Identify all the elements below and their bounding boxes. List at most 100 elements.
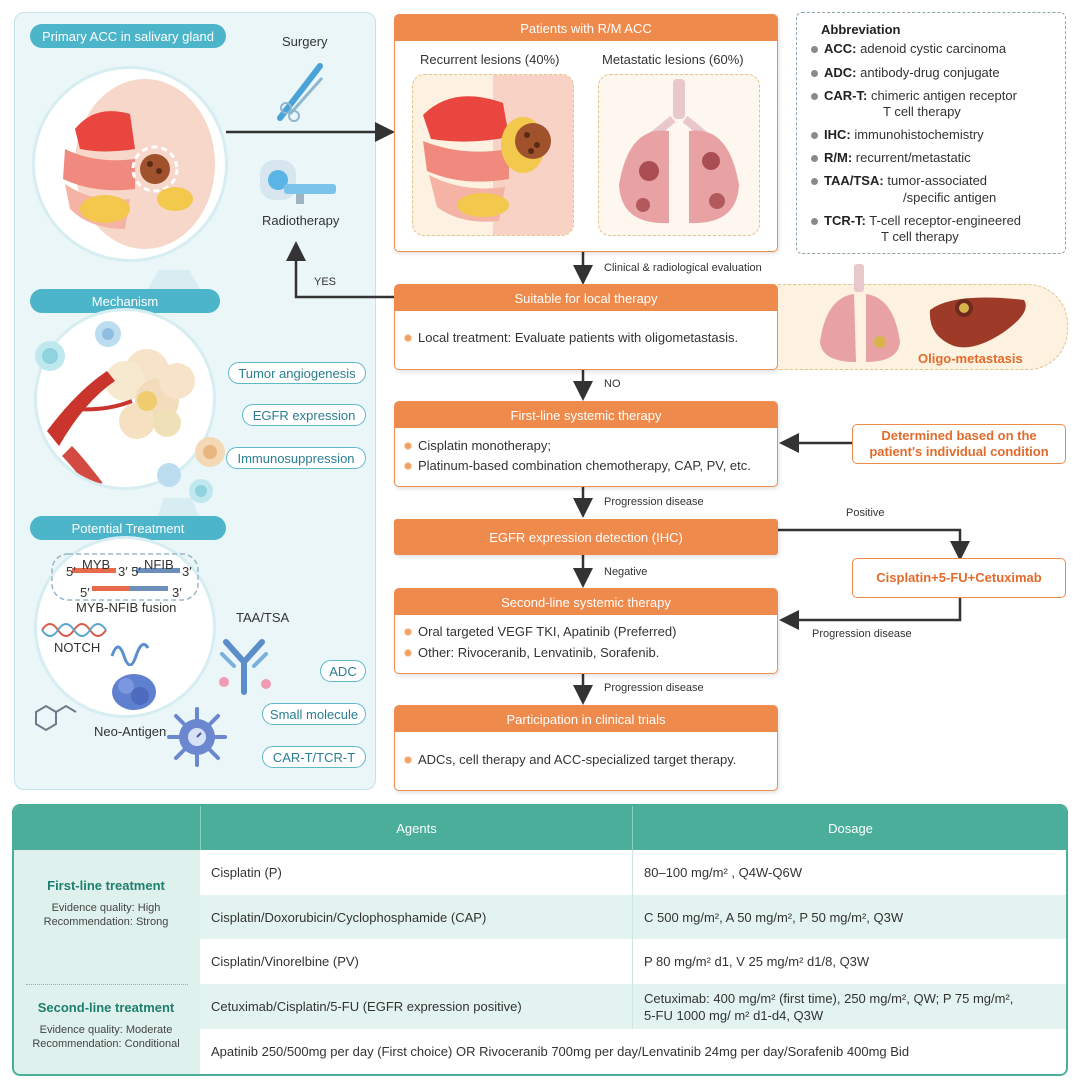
abbreviation-value: tumor-associated: [887, 173, 988, 188]
abbreviation-key: TAA/TSA:: [824, 173, 884, 188]
three-prime-label: 3′: [182, 564, 192, 579]
table-row-combined: Apatinib 250/500mg per day (First choice…: [200, 1029, 1066, 1074]
oligo-metastasis-label: Oligo-metastasis: [918, 351, 1023, 366]
antibody-icon: [219, 639, 271, 695]
first-line-label: First-line treatment Evidence quality: H…: [14, 878, 198, 929]
first-line-box: First-line systemic therapy: [394, 401, 778, 487]
treatment-car-t-tcr-t: CAR-T/TCR-T: [262, 746, 366, 768]
mechanism-illustration: [34, 308, 216, 490]
bullet-icon: [404, 461, 412, 470]
bullet-icon: [811, 178, 818, 186]
abbreviation-key: IHC:: [824, 127, 851, 142]
abbreviation-box: Abbreviation ACC: adenoid cystic carcino…: [796, 12, 1066, 254]
bullet-icon: [811, 218, 818, 226]
patients-title: Patients with R/M ACC: [395, 15, 777, 41]
abbreviation-continuation: /specific antigen: [903, 190, 997, 205]
progression-note-1: Progression disease: [604, 496, 704, 508]
abbreviation-title: Abbreviation: [821, 22, 901, 37]
immune-cell-icon: [35, 341, 65, 371]
recurrent-lesion-image: [412, 74, 574, 236]
abbreviation-value: immunohistochemistry: [854, 127, 984, 142]
bullet-icon: [811, 93, 818, 101]
progression-note-2: Progression disease: [812, 628, 912, 640]
second-line-title: Second-line systemic therapy: [395, 589, 777, 615]
table-header-agents: Agents: [200, 806, 632, 850]
head-illustration: [32, 66, 228, 262]
clinical-trials-title: Participation in clinical trials: [395, 706, 777, 732]
molecule-icon: [35, 704, 77, 732]
clinical-trials-box: Participation in clinical trials: [394, 705, 778, 791]
table-row-dosage: Cetuximab: 400 mg/m² (first time), 250 m…: [632, 984, 1066, 1029]
metastatic-label: Metastatic lesions (60%): [602, 52, 744, 67]
table-row-agent: Cetuximab/Cisplatin/5-FU (EGFR expressio…: [200, 984, 632, 1029]
bullet-icon: [811, 70, 818, 78]
oligo-lung-icon: [820, 264, 900, 362]
second-line-label: Second-line treatment Evidence quality: …: [14, 1000, 198, 1051]
bullet-icon: [811, 46, 818, 54]
immune-cell-icon: [95, 321, 121, 347]
abbreviation-key: TCR-T:: [824, 213, 866, 228]
second-line-text: Other: Rivoceranib, Lenvatinib, Sorafeni…: [418, 645, 660, 660]
second-line-item: Oral targeted VEGF TKI, Apatinib (Prefer…: [404, 624, 676, 639]
three-five-prime-label: 3′ 5′: [118, 564, 141, 579]
bullet-icon: [404, 627, 412, 636]
local-therapy-box: Suitable for local therapy: [394, 284, 778, 370]
clinical-trials-text: ADCs, cell therapy and ACC-specialized t…: [418, 752, 737, 767]
immune-cell-icon: [195, 437, 225, 467]
mechanism-egfr-expression: EGFR expression: [242, 404, 366, 426]
flow-arrows: [226, 122, 970, 705]
immune-cell-icon: [189, 479, 213, 503]
abbreviation-continuation: T cell therapy: [883, 104, 961, 119]
first-line-item: Cisplatin monotherapy;: [404, 438, 551, 453]
egfr-detection-box: EGFR expression detection (IHC): [394, 519, 778, 555]
second-line-recommendation: Recommendation: Conditional: [32, 1038, 180, 1050]
second-line-box: Second-line systemic therapy: [394, 588, 778, 674]
cetuximab-regimen-box: Cisplatin+5-FU+Cetuximab: [852, 558, 1066, 598]
abbreviation-item: TAA/TSA: tumor-associated: [811, 173, 987, 189]
table-header-dosage: Dosage: [632, 806, 1066, 850]
positive-label: Positive: [846, 507, 885, 519]
table-row-agent: Cisplatin (P): [200, 850, 632, 895]
mechanism-tumor-angiogenesis: Tumor angiogenesis: [228, 362, 366, 384]
five-prime-label: 5′: [66, 564, 76, 579]
dosage-line: Cetuximab: 400 mg/m² (first time), 250 m…: [644, 990, 1014, 1006]
gene-nfib-label: NFIB: [144, 557, 174, 572]
abbreviation-item: IHC: immunohistochemistry: [811, 127, 984, 143]
oligo-liver-icon: [929, 297, 1026, 348]
first-line-text: Cisplatin monotherapy;: [418, 438, 551, 453]
second-line-label-title: Second-line treatment: [37, 1000, 175, 1015]
abbreviation-item: R/M: recurrent/metastatic: [811, 150, 971, 166]
progression-note-3: Progression disease: [604, 682, 704, 694]
table-row-agent: Cisplatin/Doxorubicin/Cyclophosphamide (…: [200, 895, 632, 939]
taa-tsa-label: TAA/TSA: [236, 610, 290, 625]
first-line-title: First-line systemic therapy: [395, 402, 777, 428]
myb-nfib-fusion-label: MYB-NFIB fusion: [76, 600, 177, 615]
abbreviation-item: ACC: adenoid cystic carcinoma: [811, 41, 1006, 57]
radiotherapy-label: Radiotherapy: [262, 213, 340, 228]
treatment-small-molecule: Small molecule: [262, 703, 366, 725]
abbreviation-key: R/M:: [824, 150, 853, 165]
protein-icon: [112, 674, 156, 710]
determined-box: Determined based on the patient's indivi…: [852, 424, 1066, 464]
negative-label: Negative: [604, 566, 648, 578]
bullet-icon: [404, 755, 412, 764]
yes-label: YES: [314, 276, 337, 288]
table-row-agent: Cisplatin/Vinorelbine (PV): [200, 939, 632, 984]
recurrent-label: Recurrent lesions (40%): [420, 52, 560, 67]
fusion-three-prime-label: 3′: [172, 585, 182, 600]
evaluation-note: Clinical & radiological evaluation: [604, 262, 762, 274]
bullet-icon: [811, 155, 818, 163]
first-line-recommendation: Recommendation: Strong: [43, 916, 169, 928]
abbreviation-item: CAR-T: chimeric antigen receptor: [811, 88, 1017, 104]
local-treatment-item: Local treatment: Evaluate patients with …: [404, 330, 738, 345]
abbreviation-value: recurrent/metastatic: [855, 150, 971, 165]
abbreviation-item: TCR-T: T-cell receptor-engineered: [811, 213, 1021, 229]
no-label: NO: [604, 378, 621, 390]
second-line-evidence: Evidence quality: Moderate: [39, 1024, 173, 1036]
abbreviation-key: ADC:: [824, 65, 857, 80]
mrna-icon: [110, 642, 150, 666]
gene-myb-label: MYB: [82, 557, 111, 572]
bullet-icon: [404, 333, 412, 342]
radiotherapy-machine-icon: [260, 160, 336, 204]
gene-fusion-diagram: [51, 553, 199, 601]
